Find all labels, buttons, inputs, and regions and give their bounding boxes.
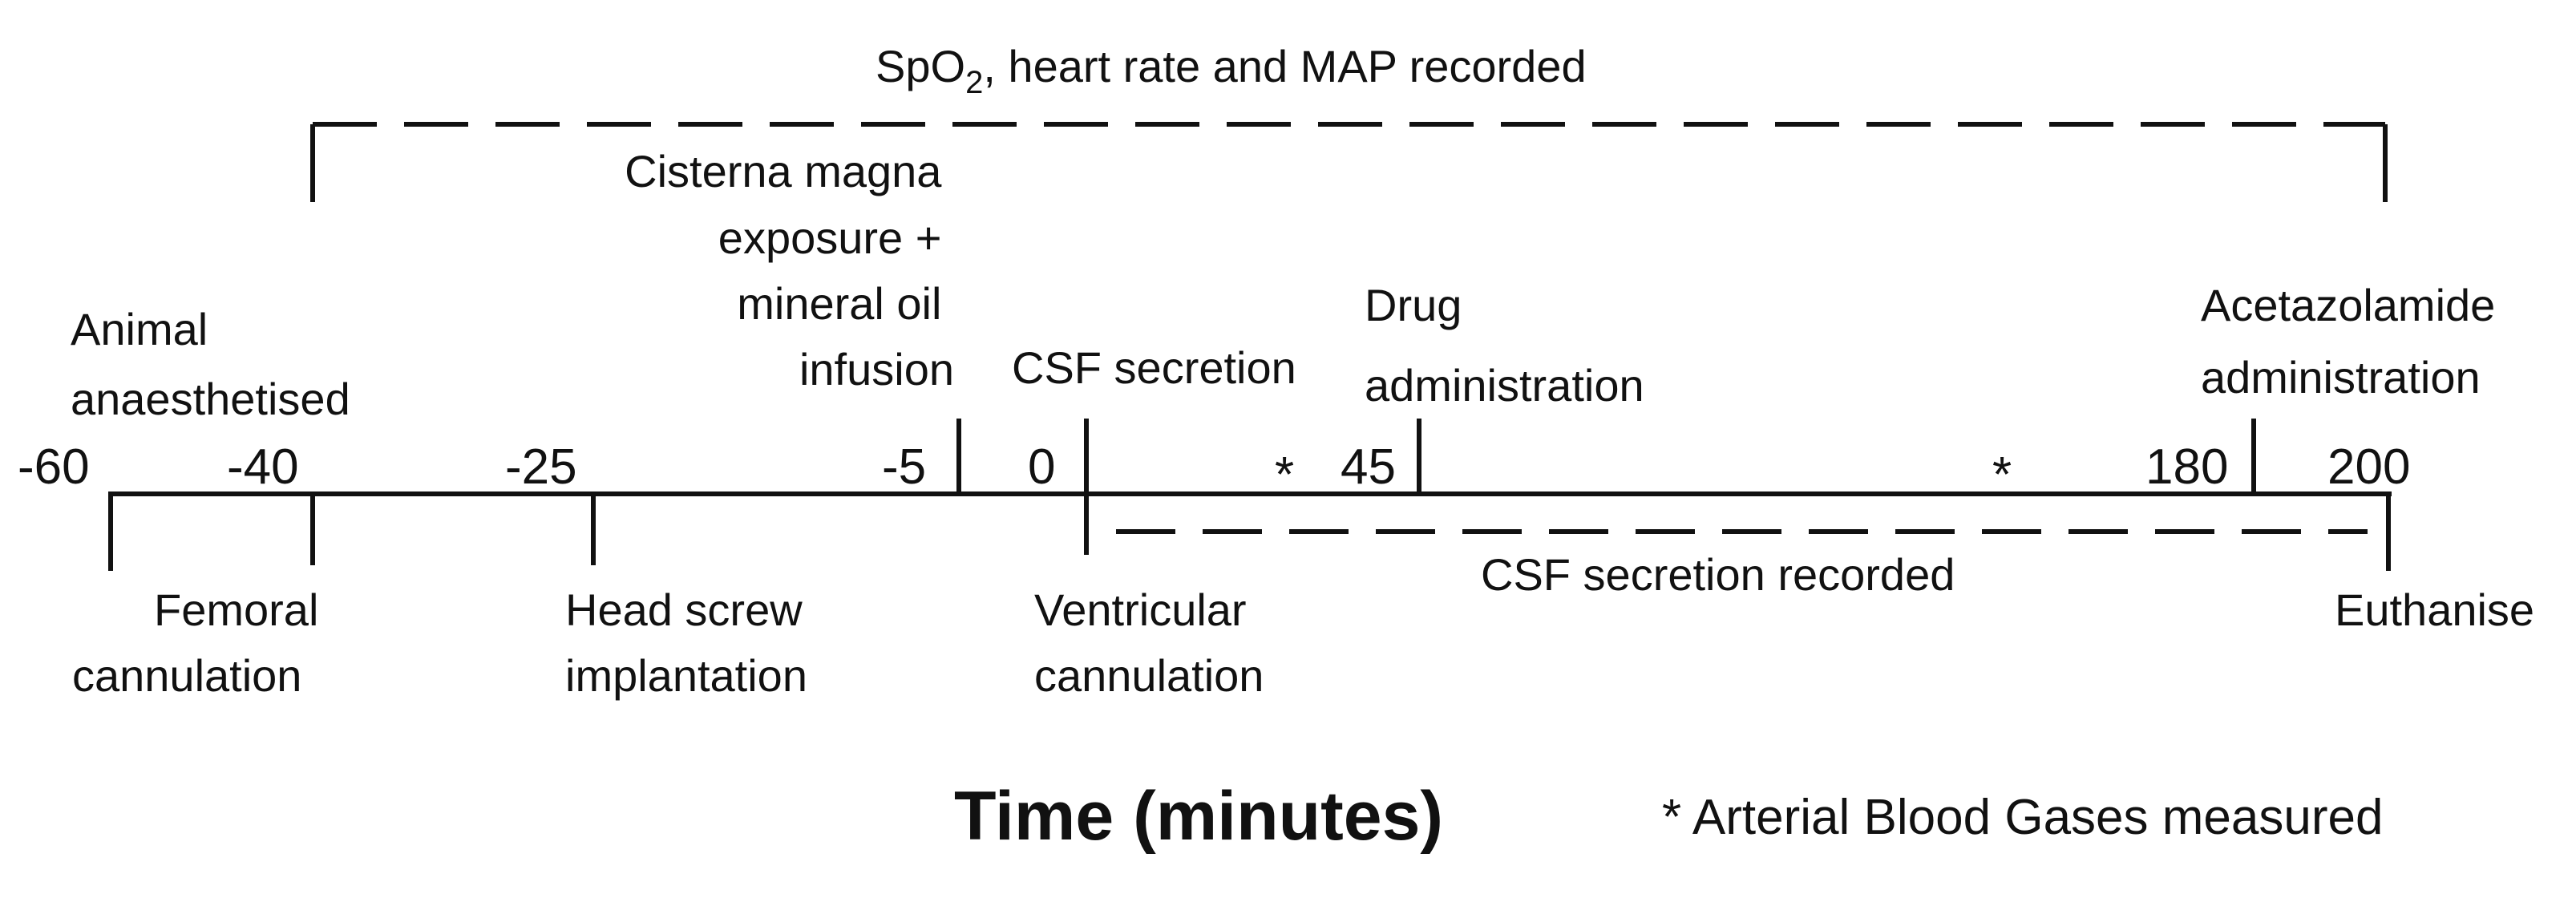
event-head-screw-implantation: Head screw implantation: [565, 585, 815, 701]
event-acetazolamide-administration: Acetazolamide administration: [2201, 280, 2508, 402]
event-euthanise: Euthanise: [2335, 585, 2534, 635]
tick-label-45: 45: [1341, 439, 1396, 495]
abg-marker-2: *: [1992, 447, 2012, 503]
tick-label-200: 200: [2327, 439, 2410, 495]
abg-footnote: * Arterial Blood Gases measured: [1662, 790, 2383, 845]
tick-numbers: -60 -40 -25 -5 0 45 180 200: [18, 439, 2410, 495]
tick-label-0: 0: [1028, 439, 1055, 495]
tick-label-minus-40: -40: [227, 439, 299, 495]
tick-label-minus-5: -5: [882, 439, 926, 495]
event-femoral-cannulation: Femoral cannulation: [72, 585, 331, 701]
event-csf-secretion-recorded: CSF secretion recorded: [1481, 549, 1955, 600]
tick-label-180: 180: [2145, 439, 2228, 495]
tick-label-minus-25: -25: [505, 439, 577, 495]
vitals-recorded-label: SpO2, heart rate and MAP recorded: [876, 41, 1587, 100]
abg-marker-1: *: [1275, 447, 1294, 503]
event-ventricular-cannulation: Ventricular cannulation: [1034, 585, 1264, 701]
time-axis: [108, 419, 2392, 571]
event-cisterna-magna-exposure: Cisterna magna exposure + mineral oil in…: [625, 146, 954, 394]
event-drug-administration: Drug administration: [1365, 280, 1644, 411]
tick-label-minus-60: -60: [18, 439, 90, 495]
event-animal-anaesthetised: Animal anaesthetised: [71, 304, 350, 424]
vitals-recording-bracket: [310, 122, 2388, 202]
event-csf-secretion: CSF secretion: [1012, 342, 1296, 393]
axis-title: Time (minutes): [954, 778, 1443, 855]
